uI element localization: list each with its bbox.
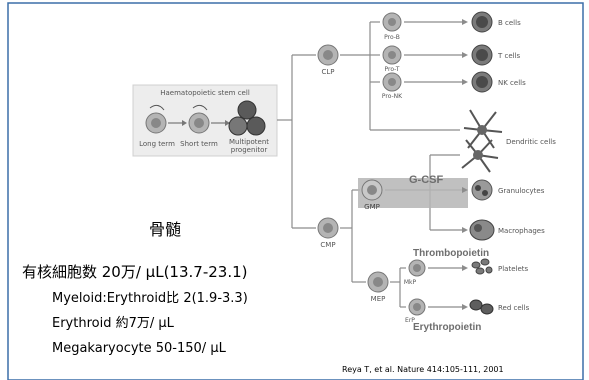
pro-nk-label: Pro-NK <box>382 93 403 100</box>
cmp-cell <box>317 217 339 239</box>
long-term-label: Long term <box>139 140 175 148</box>
macrophage <box>469 219 495 241</box>
mep-label: MEP <box>371 295 386 303</box>
erythropoietin-label: Erythropoietin <box>413 322 481 333</box>
stem-cell-box-title: Haematopoietic stem cell <box>160 89 250 97</box>
erp-cell <box>408 298 426 316</box>
pro-b-cell <box>382 12 402 32</box>
thrombopoietin-label: Thrombopoietin <box>413 248 489 259</box>
pro-t-cell <box>382 45 402 65</box>
granulocyte <box>471 179 493 201</box>
nucleated-cell-count: 有核細胞数 20万/ μL(13.7-23.1) <box>22 263 248 281</box>
platelets-label: Platelets <box>498 265 529 273</box>
dendritic-cell-2 <box>461 139 499 173</box>
macrophages-label: Macrophages <box>498 227 545 235</box>
mkp-label: MkP <box>404 279 417 286</box>
platelets <box>471 258 493 275</box>
b-cell <box>471 11 493 33</box>
megakaryocyte-count: Megakaryocyte 50-150/ μL <box>52 341 227 356</box>
short-term-cell <box>188 104 210 134</box>
multipotent-progenitor-cells <box>228 100 266 136</box>
red-cells <box>469 299 494 315</box>
citation: Reya T, et al. Nature 414:105-111, 2001 <box>342 365 504 374</box>
mkp-cell <box>408 259 426 277</box>
pro-b-label: Pro-B <box>384 34 400 41</box>
long-term-cell <box>145 104 167 134</box>
granulocytes-label: Granulocytes <box>498 187 545 195</box>
clp-label: CLP <box>321 68 334 76</box>
erythroid-count: Erythroid 約7万/ μL <box>52 316 175 331</box>
clp-cell <box>317 44 339 66</box>
b-cells-label: B cells <box>498 19 521 27</box>
gmp-cell <box>361 179 383 201</box>
t-cell <box>471 44 493 66</box>
nk-cell <box>471 71 493 93</box>
dendritic-cells-label: Dendritic cells <box>506 138 556 146</box>
gmp-label: GMP <box>364 203 380 211</box>
cmp-label: CMP <box>320 241 335 249</box>
arrowheads <box>462 19 468 310</box>
mep-cell <box>367 271 389 293</box>
pro-nk-cell <box>382 72 402 92</box>
erp-label: ErP <box>405 317 415 324</box>
short-term-label: Short term <box>180 140 218 148</box>
nk-cells-label: NK cells <box>498 79 526 87</box>
gcsf-label: G-CSF <box>409 174 444 186</box>
pro-t-label: Pro-T <box>385 66 400 73</box>
myeloid-erythroid-ratio: Myeloid:Erythroid比 2(1.9-3.3) <box>52 291 248 306</box>
bone-marrow-label: 骨髄 <box>149 220 181 239</box>
t-cells-label: T cells <box>497 52 521 60</box>
red-cells-label: Red cells <box>498 304 530 312</box>
